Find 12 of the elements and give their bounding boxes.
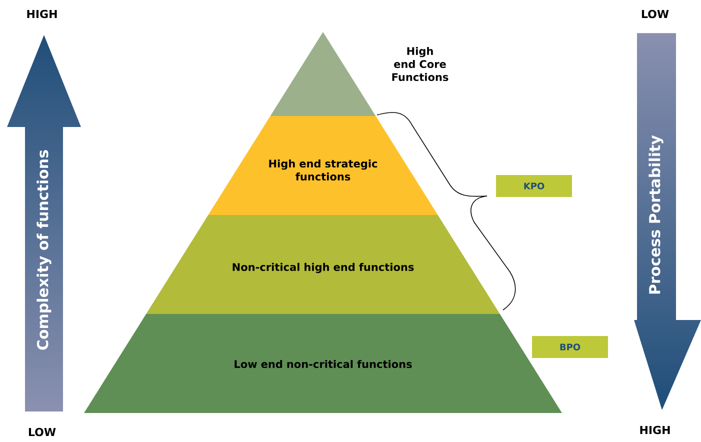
pyramid-layer: Non-critical high end functions [146,215,500,314]
pyramid-layer: High end strategic functions [208,116,438,215]
block-arrow: Complexity of functions [36,150,52,350]
node-label: High end Core Functions [392,46,448,82]
axis-label: HIGH [27,10,57,18]
axis-label: LOW [642,10,669,18]
axis-label: LOW [28,428,56,436]
label-box: KPO [496,175,572,197]
label-box: BPO [532,336,608,358]
axis-label: HIGH [640,426,670,434]
pyramid-layer: High end Core Functions [270,32,448,116]
block-arrow: Process Portability [648,135,664,294]
